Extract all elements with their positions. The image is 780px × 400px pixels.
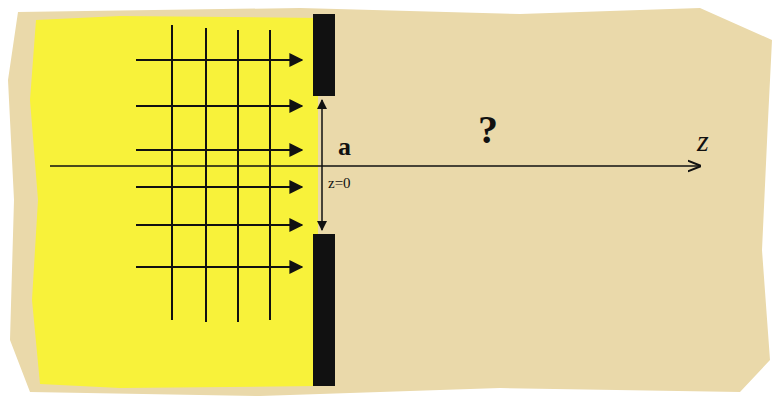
aperture-dimension (321, 100, 323, 230)
screen-lower (313, 234, 335, 386)
wavefront-lines (172, 25, 270, 322)
ray-arrows (136, 60, 302, 267)
question-mark: ? (478, 110, 498, 150)
z-axis (50, 165, 700, 167)
screen-upper (313, 14, 335, 96)
incident-wave-region (30, 16, 318, 388)
aperture-width-label: a (338, 134, 351, 160)
axis-label: z (697, 126, 709, 156)
plane-label: z=0 (328, 176, 351, 191)
background-blob (8, 8, 772, 396)
